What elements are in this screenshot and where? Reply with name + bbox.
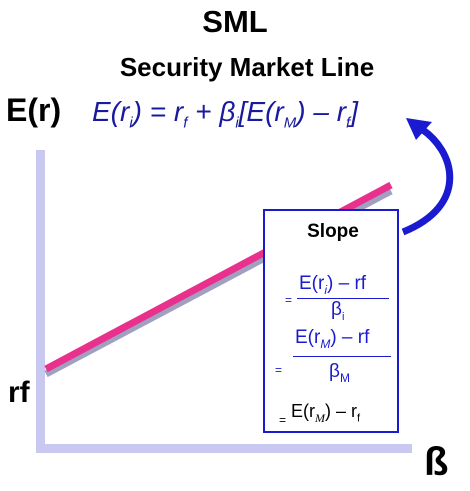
arrow-head-icon xyxy=(406,118,432,140)
y-axis xyxy=(36,150,45,452)
formula-lhs-close: ) = r xyxy=(132,96,184,127)
eq1-den-sub: i xyxy=(341,310,345,323)
eq1-num-text: E(r xyxy=(299,273,325,294)
eq3-sub2: f xyxy=(357,412,361,425)
sml-formula: E(ri) = rf + βi[E(rM) – rf] xyxy=(92,96,358,132)
y-axis-label: E(r) xyxy=(6,92,62,128)
formula-rf-sub: f xyxy=(183,114,188,132)
eq2-num-sub: M xyxy=(320,336,331,351)
formula-rf2-sub: f xyxy=(346,114,351,132)
eq2-den-text: β xyxy=(329,361,340,382)
eq3-text: E(r xyxy=(291,401,315,421)
slope-title: Slope xyxy=(307,221,359,242)
eq2-denominator: βM xyxy=(329,361,350,385)
eq3-expression: E(rM) – rf xyxy=(291,401,360,426)
eq2-numerator: E(rM) – rf xyxy=(295,327,369,353)
eq2-fraction-bar xyxy=(293,356,391,357)
x-axis-label: ß xyxy=(424,440,449,484)
x-axis xyxy=(36,444,412,453)
eq1-num-sub: i xyxy=(324,282,327,297)
slope-box: Slope = E(ri) – rf βi = E(rM) – rf βM = … xyxy=(263,209,399,433)
eq1-fraction-bar xyxy=(297,298,389,299)
eq2-sign: = xyxy=(275,363,283,377)
rf-label: rf xyxy=(8,376,30,409)
formula-market-sub: M xyxy=(283,114,297,132)
formula-bracket: [E(r xyxy=(238,96,284,127)
diagram-title: SML xyxy=(202,4,268,39)
eq2-num-rest: ) – rf xyxy=(330,327,370,348)
eq1-sign: = xyxy=(285,293,293,307)
curved-arrow xyxy=(401,125,454,236)
eq2-den-sub: M xyxy=(339,370,350,385)
eq1-denominator: βi xyxy=(331,299,344,323)
eq1-numerator: E(ri) – rf xyxy=(299,273,366,299)
formula-lhs-sub: i xyxy=(129,114,133,132)
eq2-num-text: E(r xyxy=(295,327,321,348)
formula-minus: ) – r xyxy=(296,96,347,127)
eq3-sign: = xyxy=(279,413,287,427)
formula-plus: + β xyxy=(187,96,236,127)
eq1-num-rest: ) – rf xyxy=(327,273,367,294)
formula-close: ] xyxy=(350,96,358,127)
eq3-sub: M xyxy=(315,410,325,425)
eq1-den-text: β xyxy=(331,299,342,320)
formula-lhs: E(r xyxy=(92,96,130,127)
formula-beta-sub: i xyxy=(235,114,239,132)
eq3-rest: ) – r xyxy=(325,401,358,421)
diagram-subtitle: Security Market Line xyxy=(119,52,375,82)
